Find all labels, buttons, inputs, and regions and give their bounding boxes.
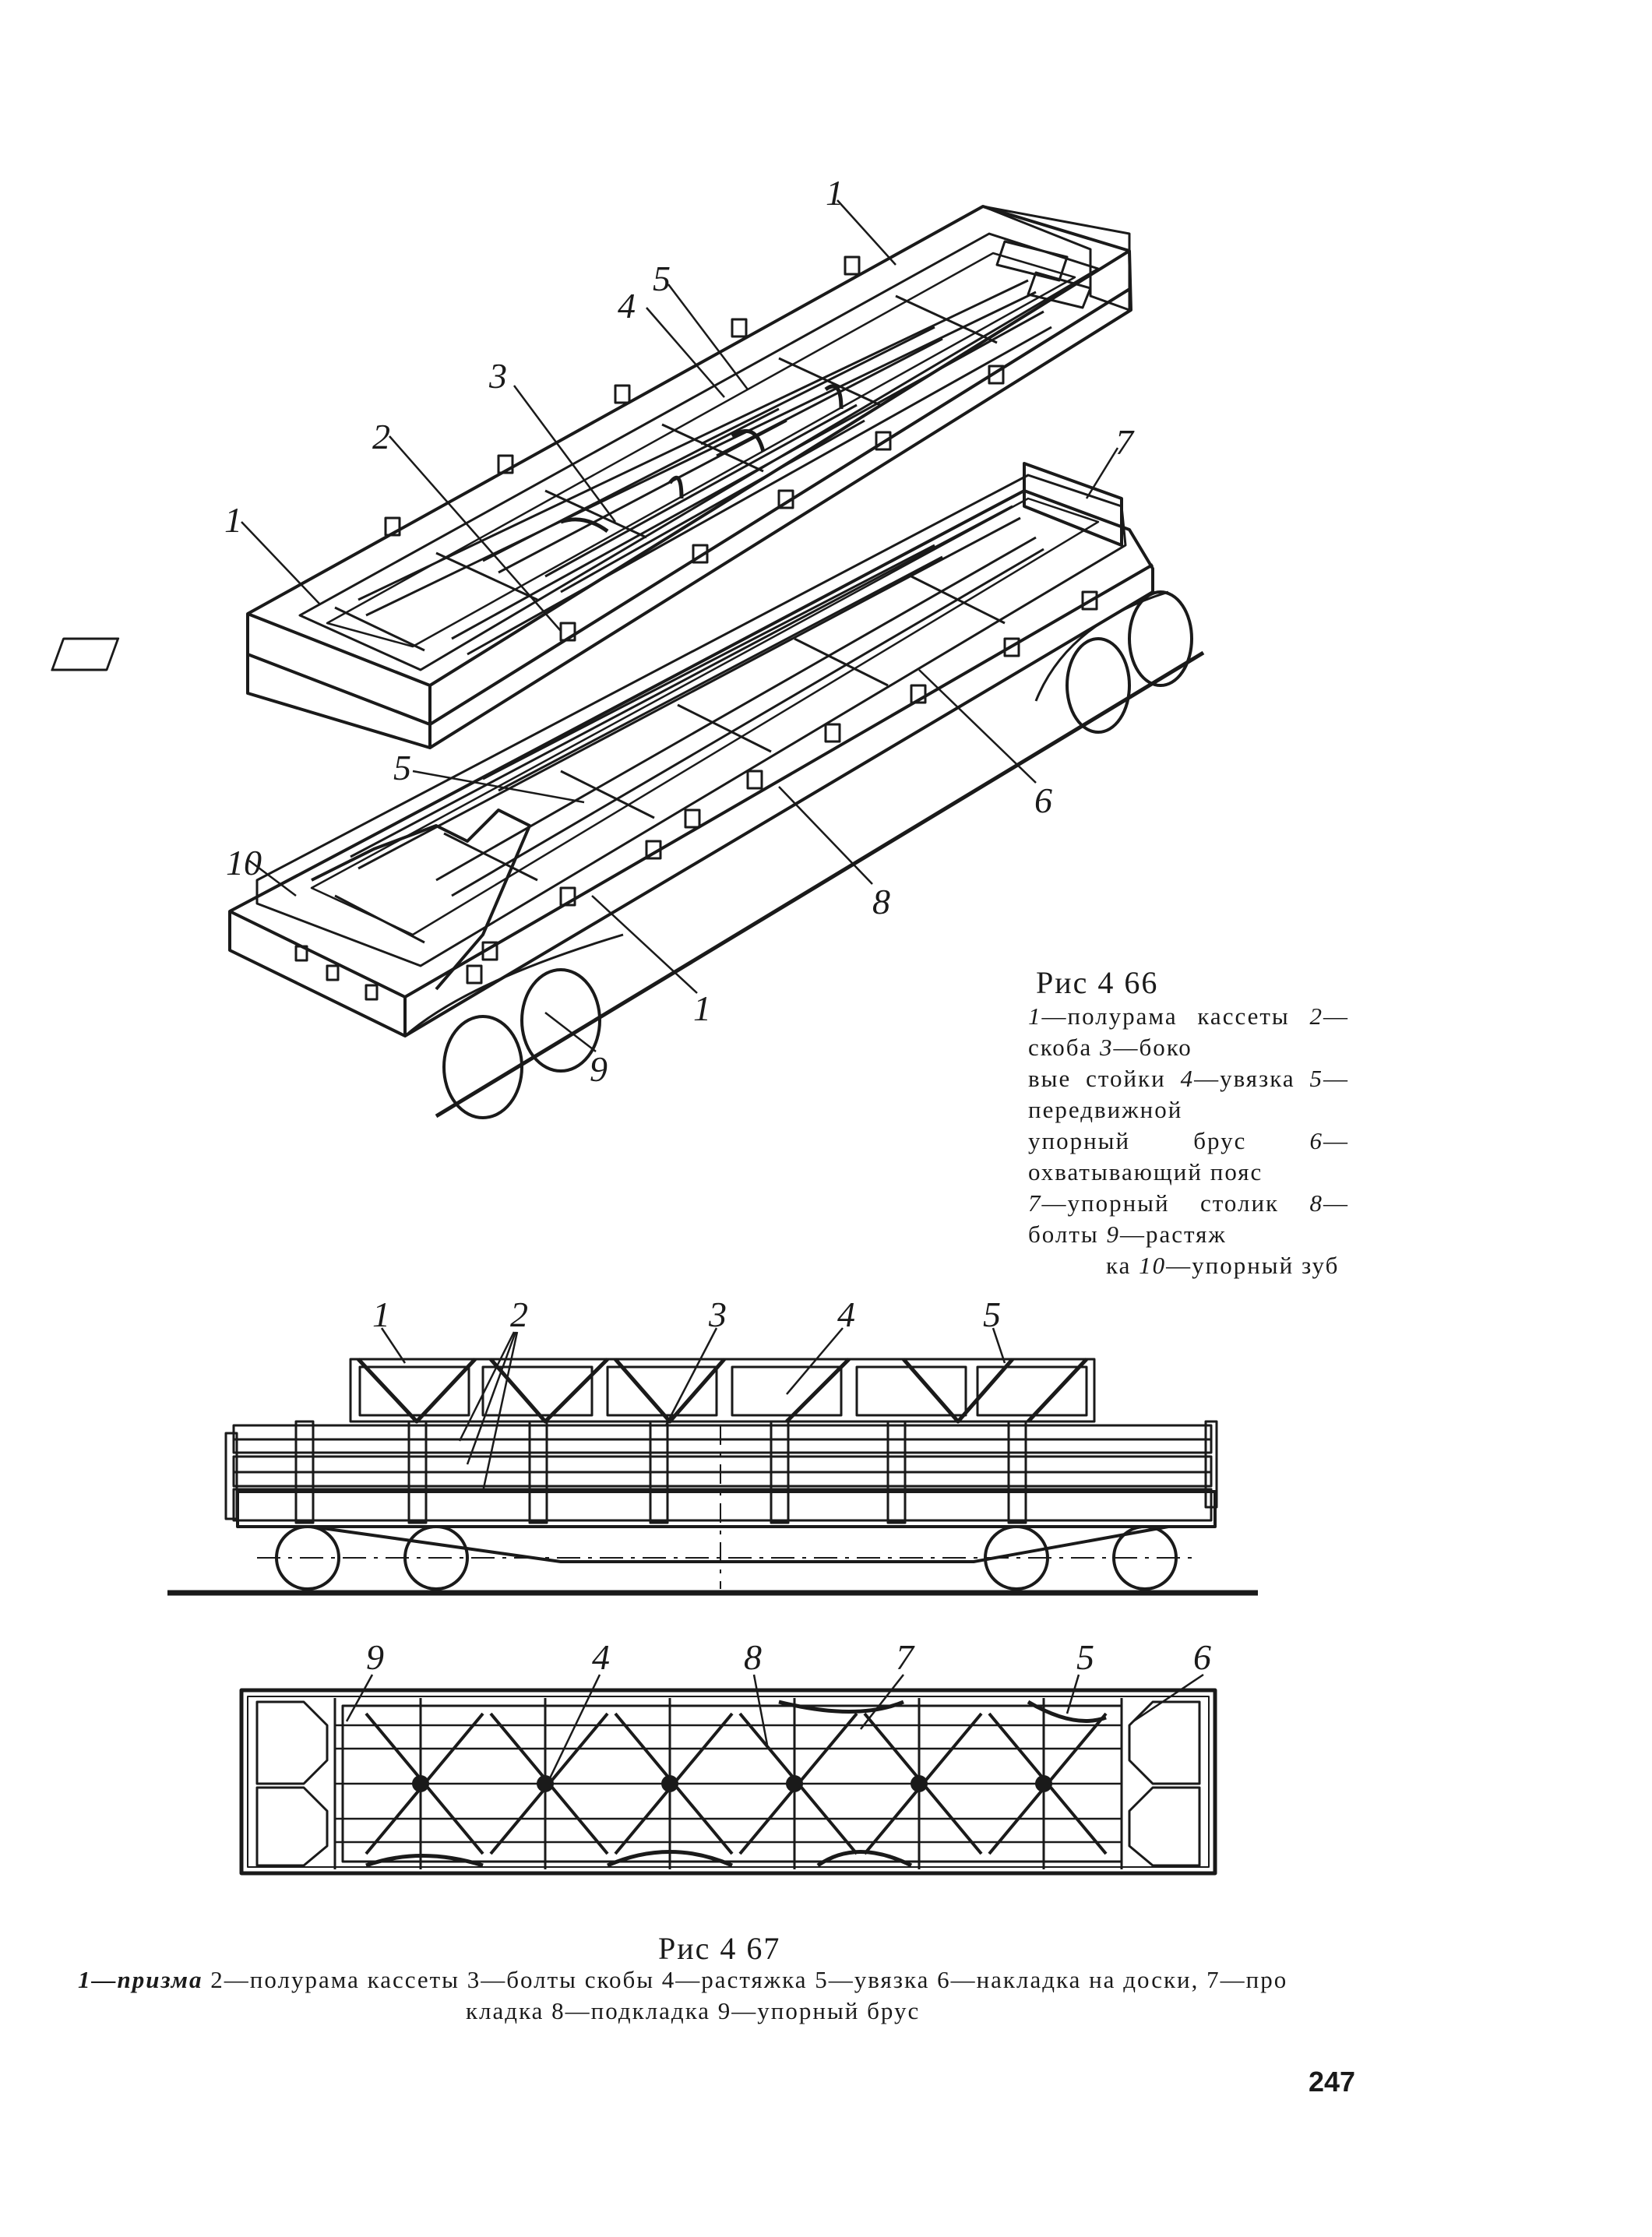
fig466-label-6-top: 1 xyxy=(826,173,844,213)
fig467-plan-label-5: 5 xyxy=(1076,1637,1094,1677)
fig467-plan-label-9: 9 xyxy=(366,1637,384,1677)
fig466-title: Рис 4 66 xyxy=(1036,965,1159,1000)
page-number: 247 xyxy=(1309,2066,1356,2098)
fig466-label-7: 7 xyxy=(1115,422,1133,462)
fig467-plan-label-6: 6 xyxy=(1193,1637,1211,1677)
fig467-side-label-5: 5 xyxy=(983,1295,1001,1334)
fig466-caption-line-4: 7—упорный столик 8—болты 9—растяж xyxy=(1028,1189,1349,1248)
fig466-label-9: 9 xyxy=(590,1049,608,1089)
fig467-title: Рис 4 67 xyxy=(658,1931,781,1966)
fig467-side-label-1: 1 xyxy=(372,1295,390,1334)
fig466-caption-line-5: ка 10—упорный зуб xyxy=(1106,1252,1340,1279)
fig466-label-5-bottom: 5 xyxy=(393,748,411,787)
fig466-label-8: 8 xyxy=(872,882,890,921)
fig466-label-1-top: 1 xyxy=(224,500,242,540)
fig466-label-4: 4 xyxy=(618,286,636,326)
fig467-side-label-3: 3 xyxy=(709,1295,727,1334)
fig467-caption-line-1: 1—призма 2—полурама кассеты 3—болты скоб… xyxy=(78,1966,1288,1993)
fig467-side-label-2: 2 xyxy=(510,1295,528,1334)
fig466-caption: 1—полурама кассеты 2—скоба 3—боко вые ст… xyxy=(1028,1001,1349,1281)
fig466-label-2: 2 xyxy=(372,417,390,456)
fig466-caption-line-3: упорный брус 6—охватывающий пояс xyxy=(1028,1127,1349,1185)
fig467-plan-label-8: 8 xyxy=(744,1637,762,1677)
fig466-label-6-bottom: 6 xyxy=(1034,780,1052,820)
fig467-plan-label-7: 7 xyxy=(896,1637,914,1677)
fig466-label-3: 3 xyxy=(489,356,507,396)
fig467-side-label-4: 4 xyxy=(837,1295,855,1334)
fig466-caption-line-2: вые стойки 4—увязка 5—передвижной xyxy=(1028,1065,1349,1123)
fig466-label-5-top: 5 xyxy=(653,259,671,298)
fig467-caption-line-2: кладка 8—подкладка 9—упорный брус xyxy=(466,1997,921,2024)
fig466-label-10: 10 xyxy=(226,843,262,882)
fig467-plan-label-4: 4 xyxy=(592,1637,610,1677)
fig466-caption-line-1: 1—полурама кассеты 2—скоба 3—боко xyxy=(1028,1002,1349,1061)
fig466-label-1-bottom: 1 xyxy=(693,988,711,1028)
